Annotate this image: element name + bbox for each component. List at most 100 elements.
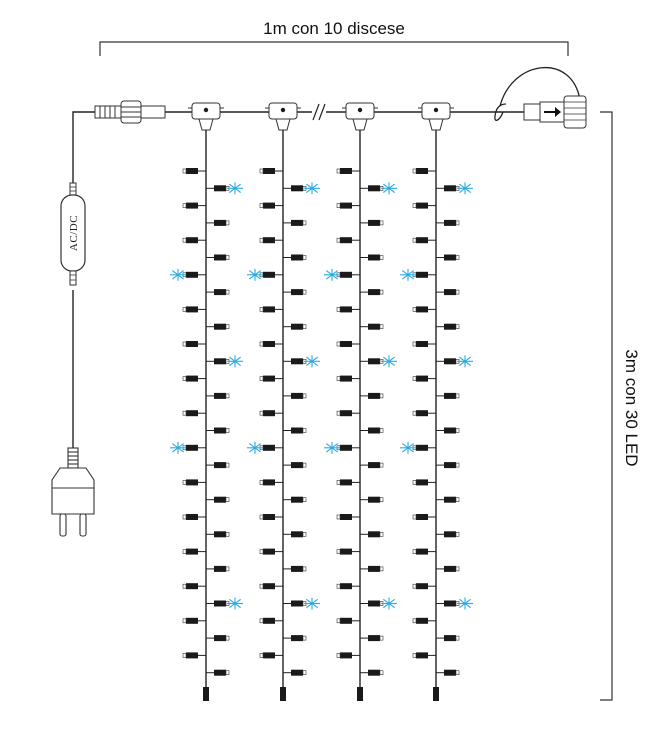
sparkle-icon	[304, 597, 320, 610]
led-icon	[360, 219, 384, 226]
led-icon	[182, 617, 206, 624]
led-icon	[259, 237, 283, 244]
led-icon	[412, 375, 436, 382]
adapter-icon	[60, 182, 86, 286]
led-icon	[182, 444, 206, 451]
led-icon	[182, 548, 206, 555]
led-icon	[360, 185, 384, 192]
sparkle-icon	[400, 441, 416, 454]
led-icon	[336, 617, 360, 624]
led-icon	[259, 652, 283, 659]
led-icon	[336, 410, 360, 417]
led-icon	[412, 271, 436, 278]
led-icon	[436, 358, 460, 365]
end-cap-icon	[280, 687, 286, 701]
plug-icon	[51, 447, 95, 537]
led-icon	[182, 583, 206, 590]
led-icon	[259, 202, 283, 209]
strand	[336, 102, 384, 701]
strand	[412, 102, 460, 701]
led-icon	[336, 444, 360, 451]
led-icon	[283, 531, 307, 538]
led-icon	[182, 652, 206, 659]
led-icon	[336, 652, 360, 659]
led-icon	[336, 271, 360, 278]
led-icon	[360, 669, 384, 676]
sparkle-icon	[324, 268, 340, 281]
led-icon	[436, 531, 460, 538]
sparkle-icon	[170, 441, 186, 454]
sparkle-icon	[400, 268, 416, 281]
led-icon	[206, 531, 230, 538]
led-icon	[182, 410, 206, 417]
led-icon	[283, 565, 307, 572]
led-icon	[206, 323, 230, 330]
led-icon	[360, 462, 384, 469]
led-icon	[259, 479, 283, 486]
connector-icon	[94, 100, 166, 124]
led-icon	[259, 444, 283, 451]
led-icon	[336, 375, 360, 382]
led-icon	[259, 306, 283, 313]
led-icon	[336, 583, 360, 590]
led-icon	[360, 565, 384, 572]
led-icon	[336, 479, 360, 486]
led-icon	[283, 496, 307, 503]
led-icon	[206, 289, 230, 296]
led-icon	[283, 635, 307, 642]
led-icon	[283, 427, 307, 434]
led-icon	[336, 306, 360, 313]
led-icon	[412, 237, 436, 244]
sparkle-icon	[381, 182, 397, 195]
led-icon	[182, 375, 206, 382]
led-icon	[360, 496, 384, 503]
led-icon	[206, 392, 230, 399]
adapter-label: AC/DC	[68, 215, 80, 251]
sparkle-icon	[227, 355, 243, 368]
sparkle-icon	[381, 597, 397, 610]
led-icon	[412, 514, 436, 520]
led-icon	[436, 219, 460, 226]
sparkle-icon	[304, 355, 320, 368]
led-icon	[206, 185, 230, 192]
led-icon	[336, 168, 360, 174]
led-icon	[206, 565, 230, 572]
led-icon	[259, 341, 283, 347]
led-icon	[283, 185, 307, 192]
led-icon	[259, 375, 283, 382]
led-icon	[412, 306, 436, 313]
end-cap-icon	[203, 687, 209, 701]
sparkle-icon	[457, 597, 473, 610]
sparkle-icon	[170, 268, 186, 281]
led-icon	[182, 341, 206, 347]
led-icon	[436, 496, 460, 503]
led-icon	[283, 392, 307, 399]
sparkle-icon	[457, 182, 473, 195]
led-icon	[182, 168, 206, 174]
led-icon	[360, 600, 384, 607]
end-cap-icon	[433, 687, 439, 701]
led-icon	[206, 358, 230, 365]
strand	[182, 102, 230, 701]
led-icon	[206, 254, 230, 261]
sparkle-icon	[227, 597, 243, 610]
led-icon	[206, 669, 230, 676]
led-icon	[283, 600, 307, 607]
t-junction-icon	[342, 102, 378, 131]
led-icon	[283, 462, 307, 469]
led-icon	[360, 358, 384, 365]
led-icon	[259, 271, 283, 278]
sparkle-icon	[457, 355, 473, 368]
t-junction-icon	[188, 102, 224, 131]
led-icon	[336, 514, 360, 520]
led-icon	[360, 254, 384, 261]
led-icon	[412, 444, 436, 451]
led-icon	[259, 583, 283, 590]
led-icon	[206, 427, 230, 434]
sparkle-icon	[247, 268, 263, 281]
led-icon	[182, 237, 206, 244]
led-icon	[412, 341, 436, 347]
height-dimension-bracket	[600, 111, 613, 701]
height-dimension-label: 3m con 30 LED	[622, 349, 641, 466]
sparkle-icon	[304, 182, 320, 195]
